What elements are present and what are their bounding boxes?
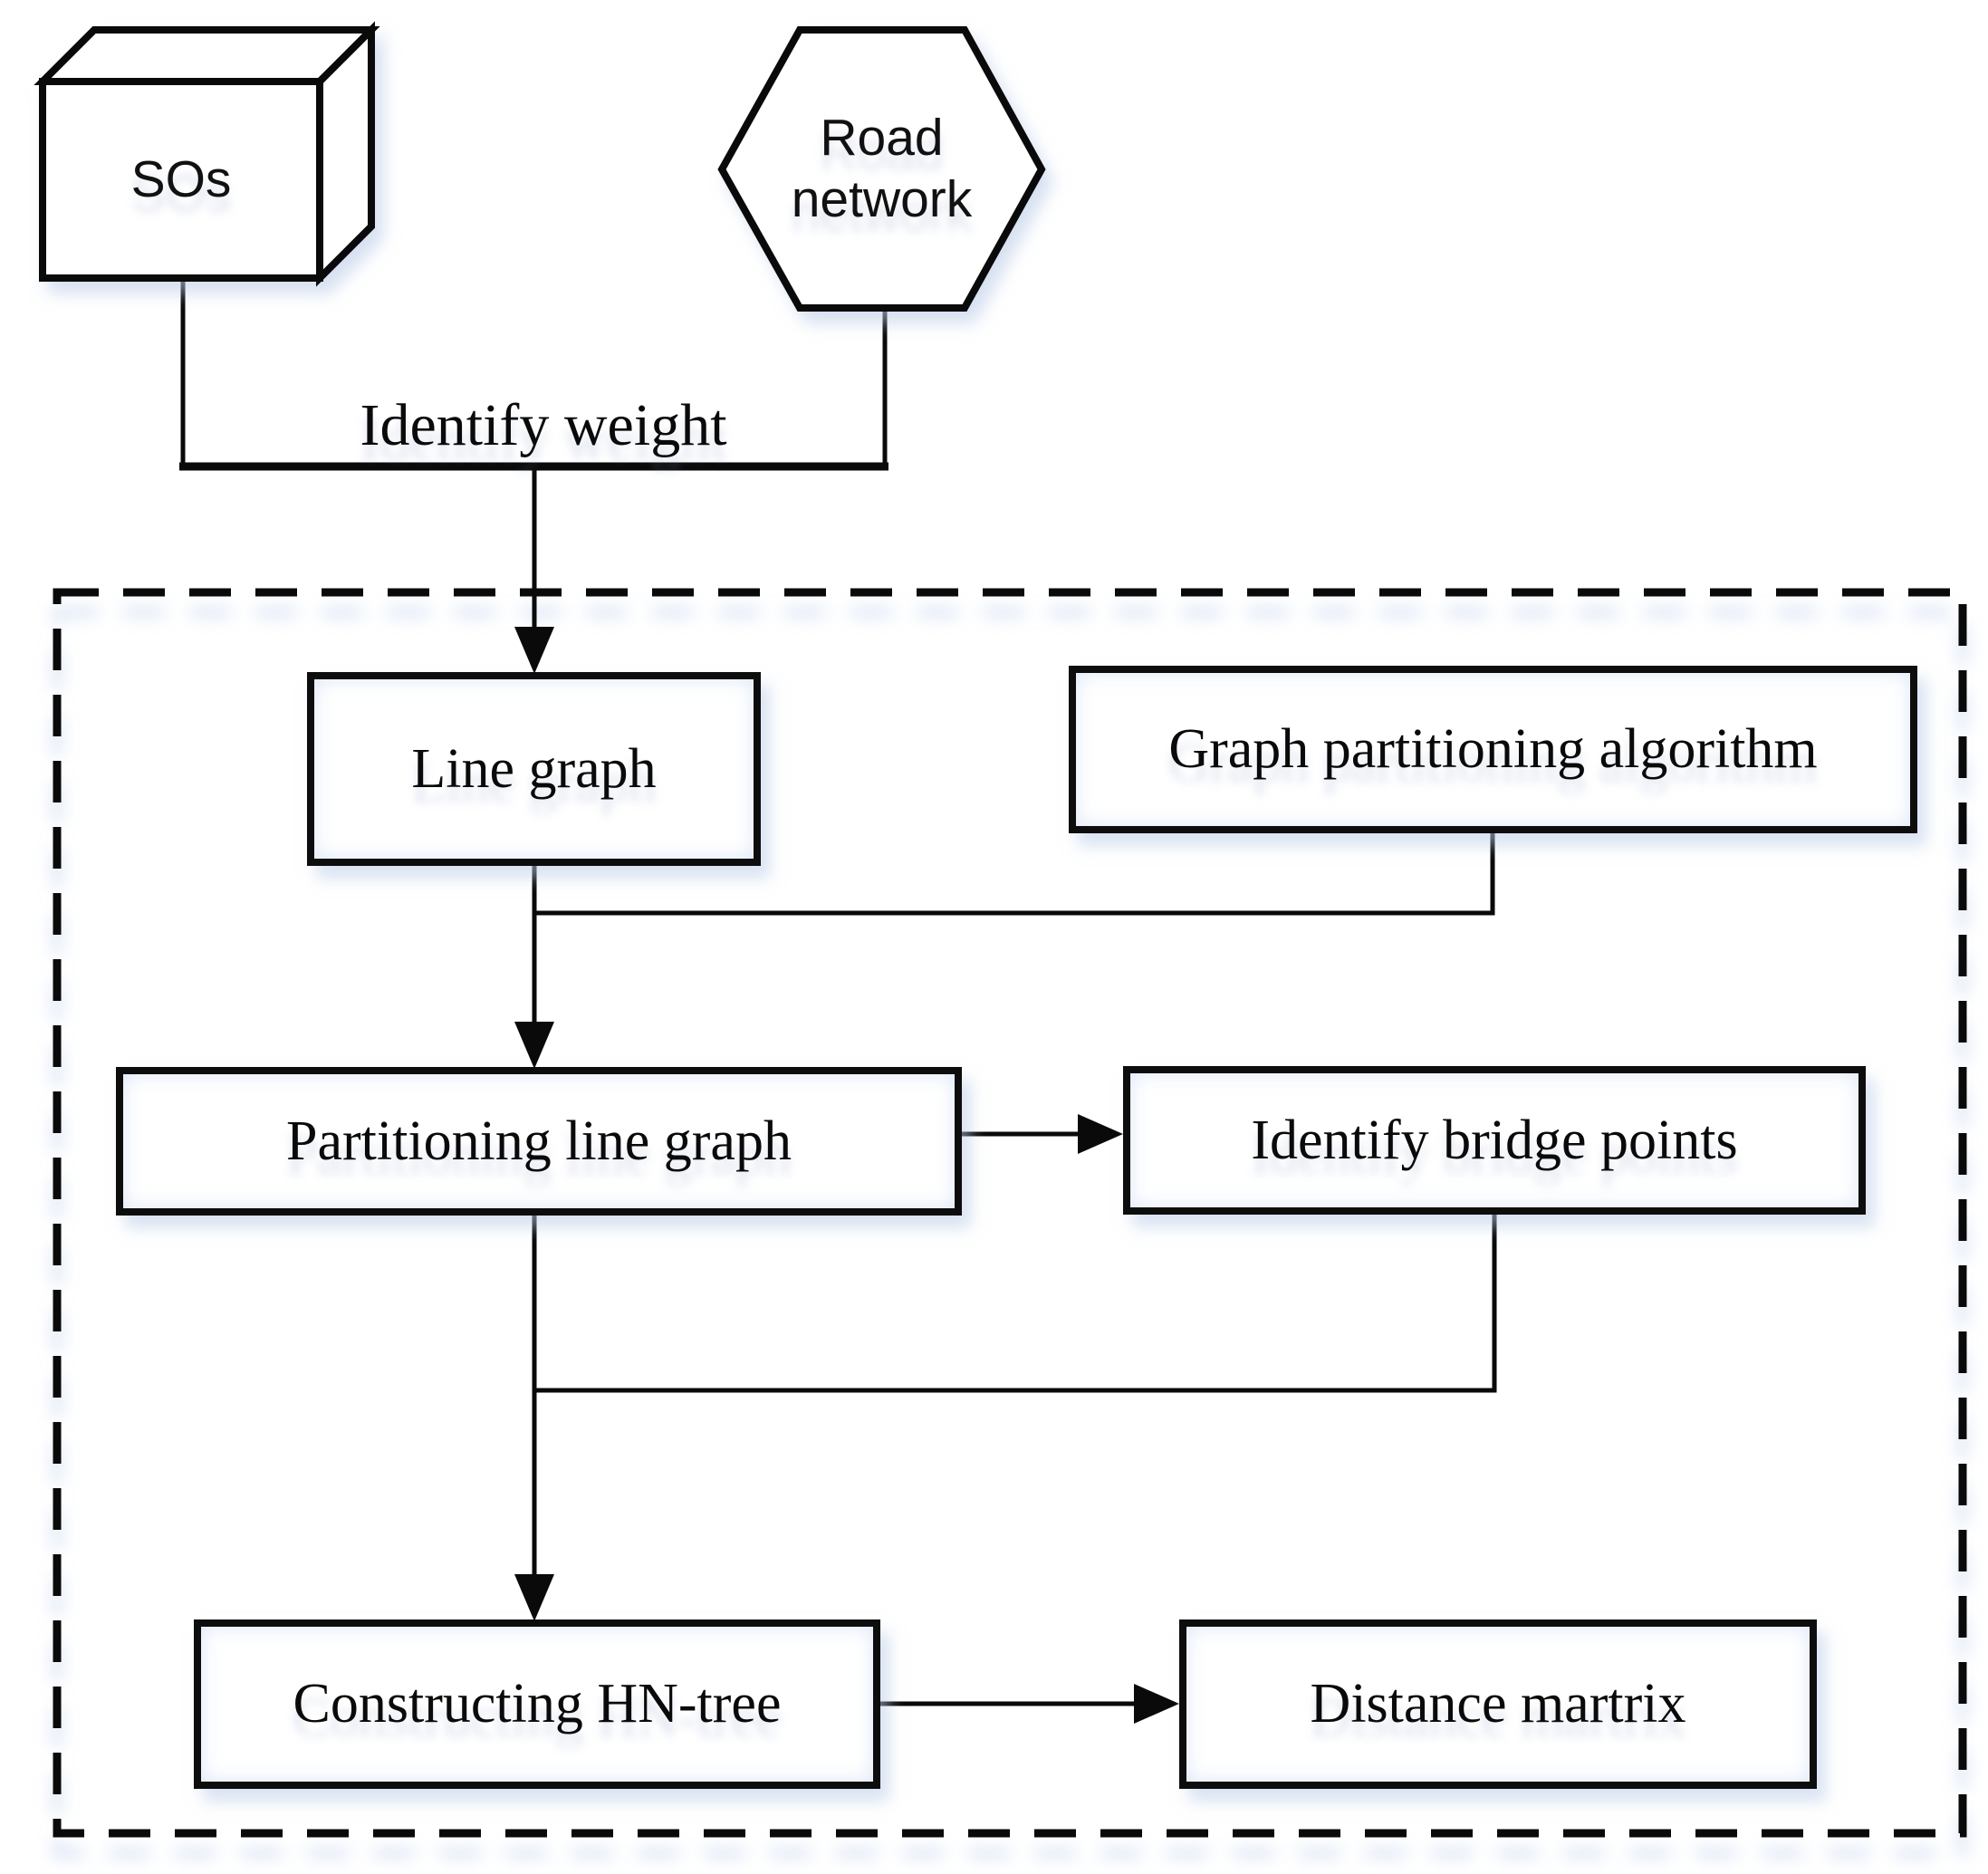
- arrowhead-partitioning-line-graph: [514, 1022, 554, 1069]
- identify-bridge-points-box: Identify bridge points: [1123, 1066, 1866, 1215]
- road-network-label-text: Road network: [791, 109, 973, 228]
- graph-partitioning-box: Graph partitioning algorithm: [1069, 666, 1917, 833]
- identify-weight-label: Identify weight: [360, 392, 727, 458]
- partitioning-line-graph-label: Partitioning line graph: [286, 1110, 792, 1172]
- line-graph-label: Line graph: [411, 737, 657, 800]
- distance-matrix-label: Distance martrix: [1310, 1673, 1686, 1735]
- connectors: [179, 278, 1497, 1724]
- identify-bridge-points-label: Identify bridge points: [1251, 1109, 1738, 1171]
- constructing-hn-tree-box: Constructing HN-tree: [194, 1619, 880, 1789]
- sos-cuboid-top-face: [34, 26, 380, 85]
- sos-cuboid-front-face: [39, 78, 323, 282]
- partitioning-line-graph-box: Partitioning line graph: [116, 1067, 962, 1216]
- distance-matrix-box: Distance martrix: [1179, 1619, 1817, 1789]
- graph-partitioning-label: Graph partitioning algorithm: [1168, 718, 1818, 781]
- arrowhead-bridge-points: [1078, 1114, 1123, 1154]
- sos-label: SOs: [130, 149, 232, 208]
- constructing-hn-tree-label: Constructing HN-tree: [293, 1673, 782, 1735]
- arrowhead-hn-tree: [514, 1574, 554, 1621]
- road-network-label: Road network: [722, 30, 1042, 308]
- connector-graph-partitioning-join: [534, 833, 1495, 916]
- connector-bridge-points-join: [534, 1215, 1497, 1393]
- sos-cuboid: [34, 21, 380, 287]
- input-shapes: [34, 21, 1046, 312]
- arrowhead-line-graph: [514, 627, 554, 674]
- road-network-hexagon: [717, 26, 1046, 312]
- dashed-boundary: [53, 588, 1967, 1838]
- arrowhead-distance-matrix: [1134, 1684, 1179, 1724]
- line-graph-box: Line graph: [307, 672, 761, 866]
